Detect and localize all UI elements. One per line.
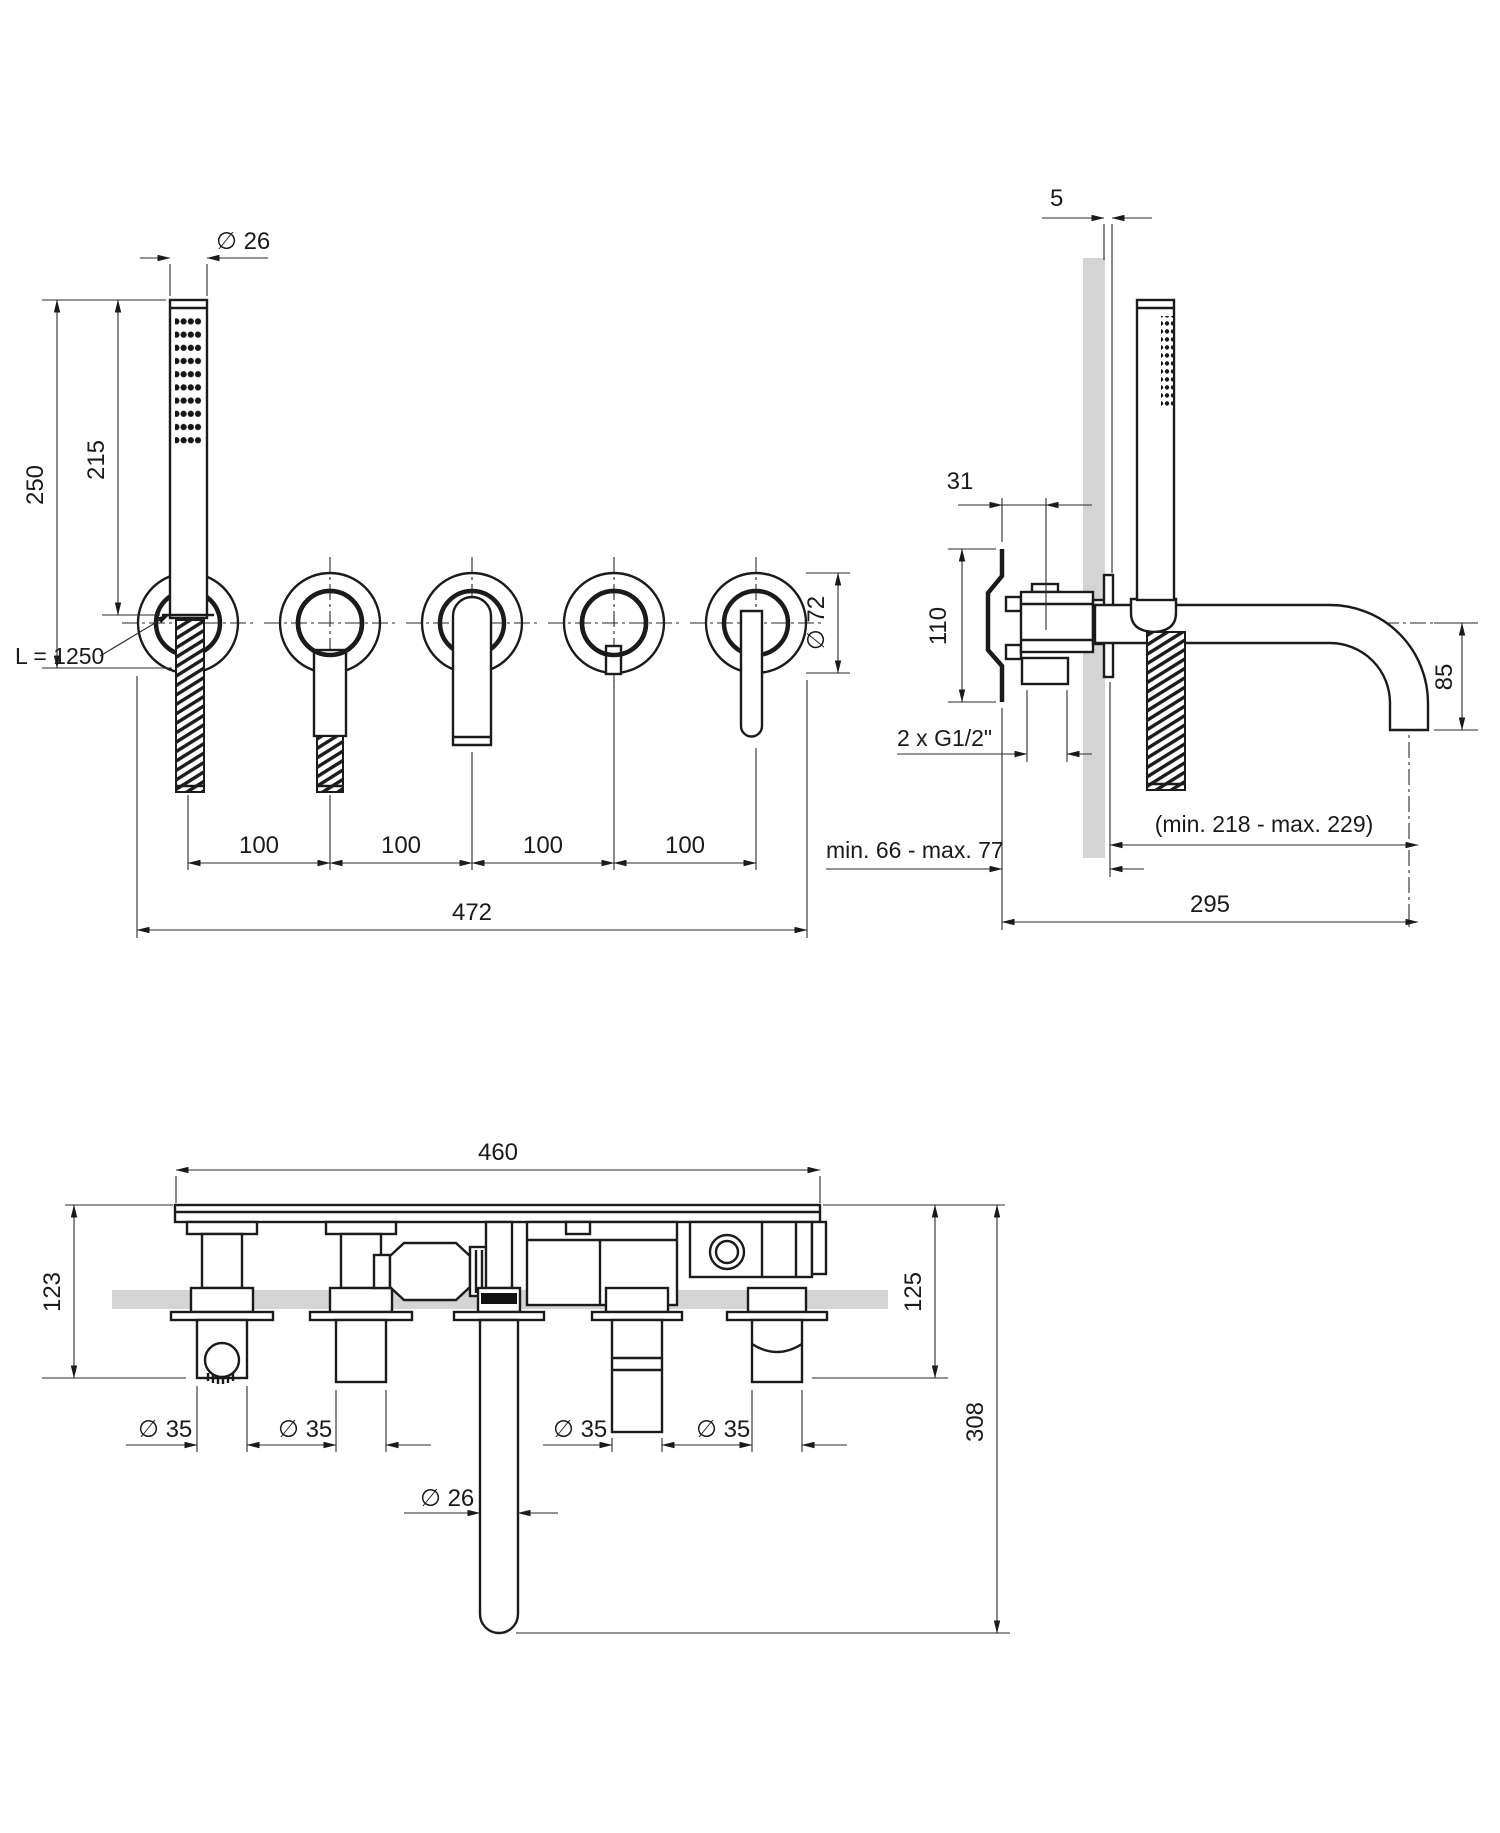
shower-hose-1: [175, 619, 205, 793]
label-off5: 5: [1050, 185, 1063, 212]
label-dia72: ∅ 72: [803, 596, 830, 650]
port5-lever: [688, 1220, 829, 1384]
label-spacing-4: 100: [665, 832, 705, 859]
label-spacing-3: 100: [523, 832, 563, 859]
ring2-over: [295, 588, 365, 658]
label-110: 110: [925, 607, 952, 645]
label-total-295: 295: [1190, 891, 1230, 918]
spout-seal-band: [481, 1293, 517, 1304]
hose-outlet: [312, 648, 348, 793]
label-d35-3: ∅ 35: [553, 1416, 607, 1443]
lever-handle-front: [739, 609, 764, 738]
mounting-bracket: [985, 549, 1005, 702]
ring4-over: [579, 588, 649, 658]
side-dim-lines: [826, 214, 1466, 926]
label-308: 308: [962, 1402, 989, 1442]
spout-tube: [478, 1318, 520, 1635]
label-123: 123: [39, 1272, 66, 1312]
side-view: 5 31 110 2 x G1/2" 85 min. 66 - max. 77 …: [826, 185, 1478, 930]
front-view: ∅ 26 215 250 L = 1250 ∅ 72 100 100 100 1…: [15, 228, 850, 938]
label-d35-4: ∅ 35: [696, 1416, 750, 1443]
port4-valve: [525, 1220, 684, 1434]
shower-holder-side: [1129, 597, 1178, 634]
label-hose-length: L = 1250: [15, 643, 104, 669]
front-dimensions: ∅ 26 215 250 L = 1250 ∅ 72 100 100 100 1…: [15, 228, 850, 938]
wall-section: [1083, 258, 1105, 858]
holder-serration: [206, 1373, 235, 1384]
label-reach-range: (min. 218 - max. 229): [1155, 811, 1374, 837]
spray-dots-side: [1161, 316, 1173, 408]
bottom-ext-lines: [42, 1176, 1010, 1634]
label-d35-1: ∅ 35: [138, 1416, 192, 1443]
label-spacing-1: 100: [239, 832, 279, 859]
label-total-472: 472: [452, 899, 492, 926]
lever-end-arc: [751, 1342, 803, 1354]
hand-shower-side: [1135, 298, 1176, 602]
label-ports: 2 x G1/2": [897, 725, 992, 751]
mounting-plate: [173, 1203, 822, 1224]
spray-face-dots: [175, 316, 202, 448]
label-460: 460: [478, 1139, 518, 1166]
label-125: 125: [900, 1272, 927, 1312]
label-d26-bottom: ∅ 26: [420, 1485, 474, 1512]
label-85: 85: [1431, 664, 1458, 691]
hand-shower: [162, 298, 214, 620]
label-spacing-2: 100: [381, 832, 421, 859]
label-250: 250: [22, 465, 49, 505]
front-dim-lines: [53, 254, 842, 934]
label-wall-range: min. 66 - max. 77: [826, 837, 1004, 863]
spout-front: [451, 595, 493, 747]
diverter-pin: [604, 644, 623, 676]
label-215: 215: [83, 440, 110, 480]
label-d35-2: ∅ 35: [278, 1416, 332, 1443]
bottom-view: 460 123 125 308 ∅ 35 ∅ 35 ∅ 35 ∅ 35 ∅ 26: [39, 1139, 1010, 1635]
label-dia26-front: ∅ 26: [216, 228, 270, 255]
port2-hose: [308, 1220, 414, 1384]
bottom-dim-lines: [70, 1166, 1001, 1634]
side-dimensions: 5 31 110 2 x G1/2" 85 min. 66 - max. 77 …: [826, 185, 1478, 930]
label-off31: 31: [947, 468, 974, 495]
port3-spout: [452, 1220, 546, 1635]
bottom-dimensions: 460 123 125 308 ∅ 35 ∅ 35 ∅ 35 ∅ 35 ∅ 26: [39, 1139, 1010, 1634]
port1-holder: [169, 1220, 275, 1384]
shower-hose-side: [1146, 631, 1186, 791]
front-ext-lines: [42, 264, 850, 938]
shower-hose-2: [316, 735, 344, 793]
